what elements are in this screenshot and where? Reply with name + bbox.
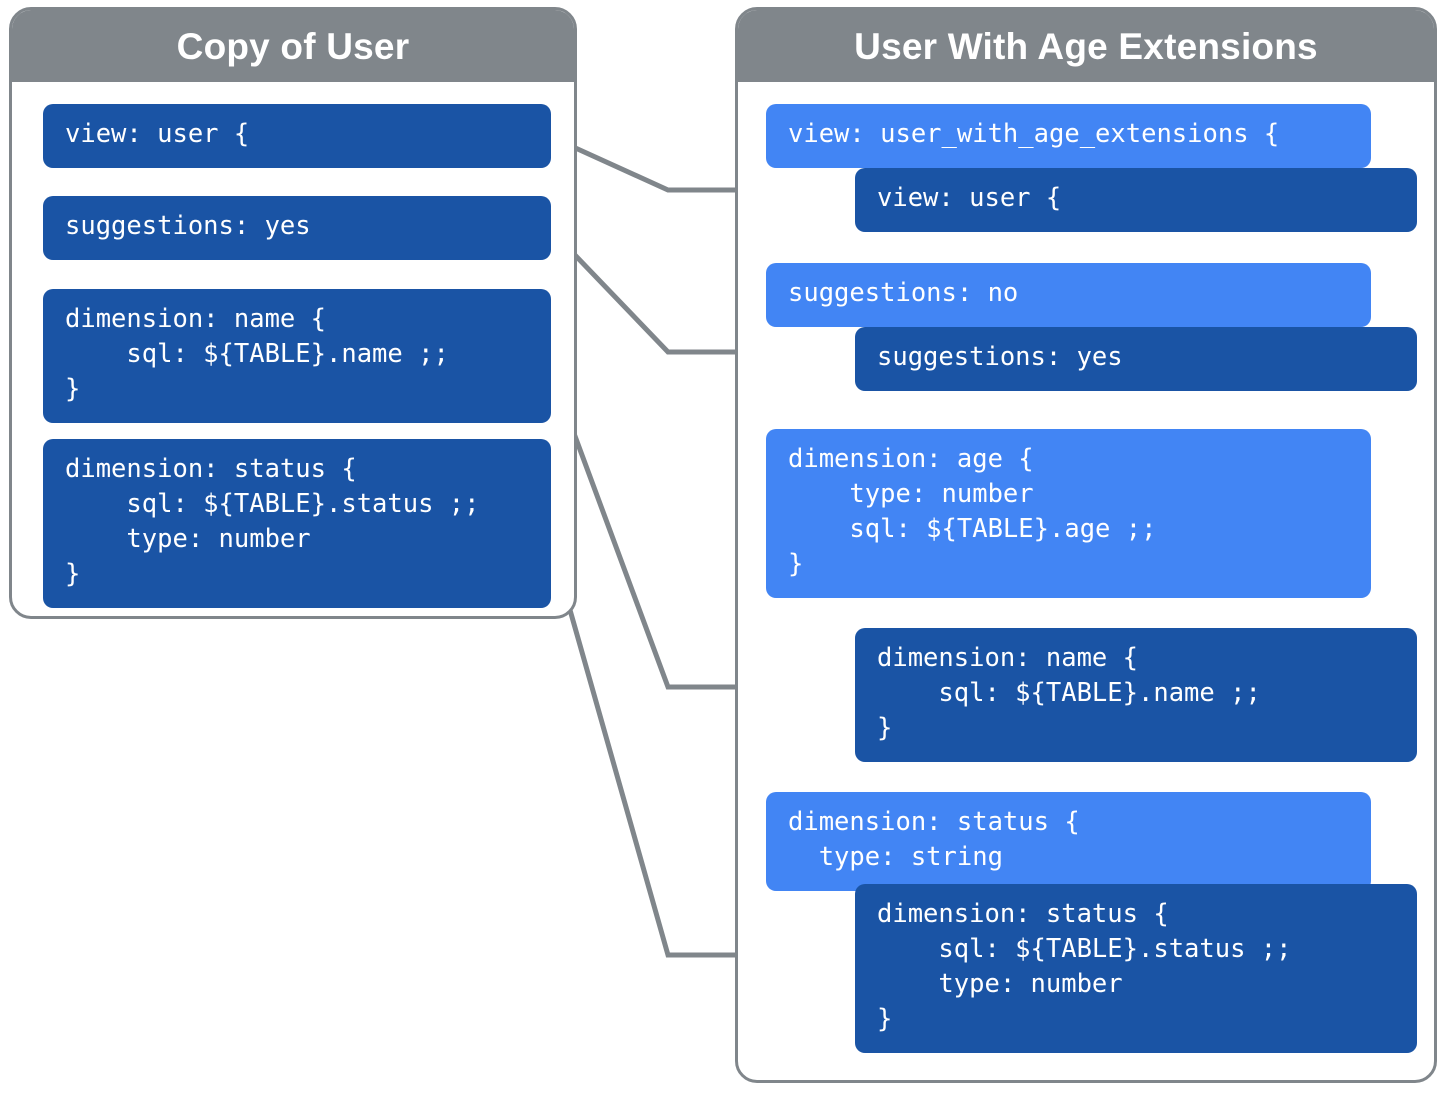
code-block-left-dimension-status[interactable]: dimension: status { sql: ${TABLE}.status… bbox=[43, 439, 551, 608]
panel-user-with-age-extensions: User With Age Extensions view: user_with… bbox=[735, 7, 1437, 1083]
code-block-right-view-extension[interactable]: view: user_with_age_extensions { bbox=[766, 104, 1371, 168]
panel-left-title: Copy of User bbox=[12, 10, 574, 82]
code-block-right-dimension-age[interactable]: dimension: age { type: number sql: ${TAB… bbox=[766, 429, 1371, 598]
code-block-right-suggestions-override[interactable]: suggestions: no bbox=[766, 263, 1371, 327]
code-block-right-dimension-status-override[interactable]: dimension: status { type: string bbox=[766, 792, 1371, 891]
code-block-right-suggestions-inherited[interactable]: suggestions: yes bbox=[855, 327, 1417, 391]
code-block-left-suggestions[interactable]: suggestions: yes bbox=[43, 196, 551, 260]
code-block-right-view-inherited[interactable]: view: user { bbox=[855, 168, 1417, 232]
code-block-left-dimension-name[interactable]: dimension: name { sql: ${TABLE}.name ;; … bbox=[43, 289, 551, 423]
panel-copy-of-user: Copy of User view: user { suggestions: y… bbox=[9, 7, 577, 619]
code-block-right-dimension-name[interactable]: dimension: name { sql: ${TABLE}.name ;; … bbox=[855, 628, 1417, 762]
panel-right-title: User With Age Extensions bbox=[738, 10, 1434, 82]
code-block-left-view[interactable]: view: user { bbox=[43, 104, 551, 168]
code-block-right-dimension-status-inherited[interactable]: dimension: status { sql: ${TABLE}.status… bbox=[855, 884, 1417, 1053]
